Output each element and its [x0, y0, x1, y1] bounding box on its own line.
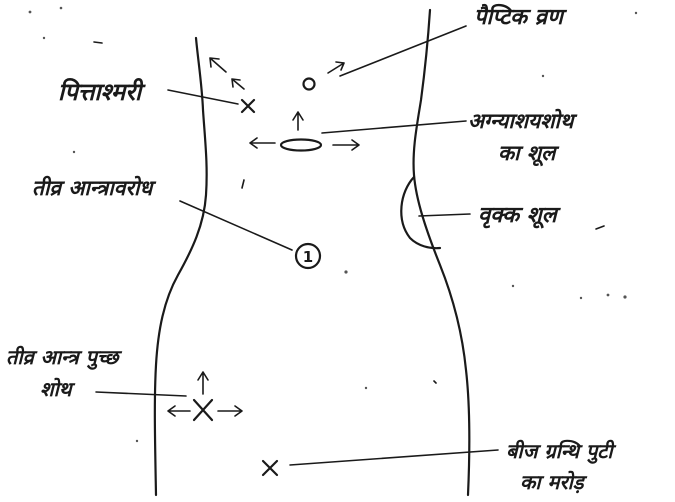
left-body-outline	[155, 38, 207, 495]
ovarian-torsion-pointer	[290, 450, 498, 465]
intestinal-obstruction-label: तीव्र आन्त्रावरोध	[32, 175, 156, 200]
appendicitis-label-line2: शोथ	[40, 377, 76, 401]
speck	[344, 270, 347, 273]
stray-mark	[434, 381, 436, 383]
stray-mark	[94, 42, 102, 43]
pancreatitis-pointer	[322, 121, 466, 133]
gallstone-arrow-2	[232, 79, 244, 89]
pancreatitis-arrow-left	[250, 138, 275, 148]
gallstone-arrow-1	[210, 58, 226, 72]
speck	[29, 11, 32, 14]
pancreatitis-label-line1: अग्न्याशयशोथ	[468, 108, 578, 133]
ovarian-torsion-cross	[263, 461, 277, 475]
appendicitis-arrow-up	[198, 372, 208, 394]
pancreatitis-arrow-up	[293, 112, 303, 130]
renal-colic-label: वृक्क शूल	[478, 203, 562, 229]
intestinal-obstruction-number: 1	[303, 248, 313, 266]
speck	[365, 387, 367, 389]
speck	[60, 7, 63, 10]
gallstone-cross	[242, 100, 254, 112]
peptic-ulcer-pointer	[340, 26, 466, 76]
speck	[635, 12, 637, 14]
speck	[43, 37, 45, 39]
ovarian-torsion-label-line1: बीज ग्रन्थि पुटी	[506, 439, 617, 464]
speck	[580, 297, 582, 299]
renal-colic-pointer	[419, 214, 470, 216]
pancreatitis-arrow-right	[333, 140, 359, 150]
ovarian-torsion-label-line2: का मरोड़	[520, 470, 588, 494]
stray-mark	[596, 226, 604, 229]
peptic-ulcer-arrow	[328, 62, 344, 73]
appendicitis-arrow-left	[168, 406, 190, 416]
speck	[512, 285, 514, 287]
speck	[542, 75, 544, 77]
appendicitis-pointer	[96, 392, 186, 396]
peptic-ulcer-mark	[304, 79, 315, 90]
appendicitis-cross	[194, 400, 212, 420]
gallstone-label: पित्ताश्मरी	[58, 78, 146, 106]
speck	[623, 295, 626, 298]
stray-mark	[242, 180, 244, 188]
speck	[607, 294, 610, 297]
pancreatitis-label-line2: का शूल	[498, 141, 560, 167]
peptic-ulcer-label: पैप्टिक व्रण	[474, 3, 568, 30]
pancreatitis-mark	[281, 140, 321, 151]
speck	[136, 440, 138, 442]
appendicitis-label-line1: तीव्र आन्त्र पुच्छ	[6, 345, 123, 370]
right-body-outline	[414, 10, 470, 495]
appendicitis-arrow-right	[218, 406, 242, 416]
speck	[73, 151, 75, 153]
intestinal-obstruction-pointer	[180, 201, 292, 250]
